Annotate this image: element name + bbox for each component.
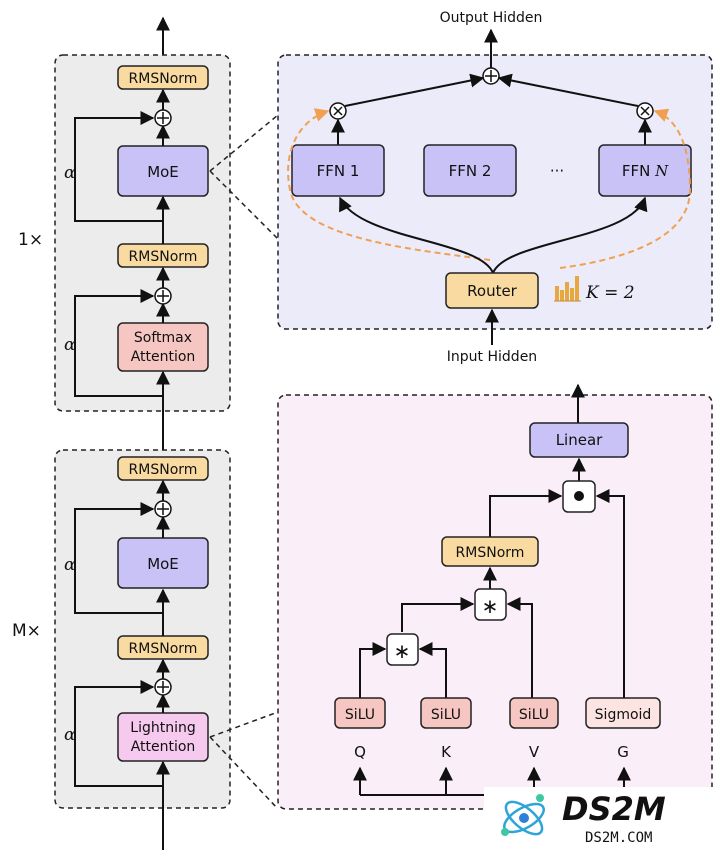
router-label: Router [467, 282, 518, 300]
k-equals-label: K = 2 [585, 283, 635, 303]
rmsnorm-box [441, 536, 539, 567]
ffn-2-label: FFN 2 [449, 162, 492, 180]
ffn-1-box [291, 144, 385, 197]
silu-q-box [334, 697, 386, 729]
ffn-1-label: FFN 1 [317, 162, 360, 180]
ffn-n-prefix: FFN [622, 162, 655, 180]
router-box [445, 272, 539, 309]
ffn-ellipsis: ··· [550, 162, 564, 180]
alpha-label: α [64, 335, 76, 355]
lightning-attention-label-2: Attention [131, 739, 196, 755]
lightning-attention-label-1: Lightning [130, 720, 195, 736]
moe-label: MoE [147, 163, 179, 181]
dot-icon [574, 491, 584, 501]
linear-box [529, 422, 629, 458]
watermark-brand: DS2M [562, 790, 666, 828]
k-label: K [441, 743, 452, 761]
star-op-label: ∗ [394, 639, 411, 663]
watermark-site: DS2M.COM [585, 830, 652, 846]
rmsnorm-label: RMSNorm [456, 545, 525, 561]
ffn-n-var: N [654, 162, 669, 180]
q-label: Q [354, 743, 366, 761]
block2-multiplier: M× [12, 621, 41, 641]
g-label: G [617, 743, 629, 761]
star-op-box [474, 588, 507, 621]
silu-k-label: SiLU [431, 707, 461, 723]
linear-label: Linear [556, 431, 603, 449]
output-hidden-label: Output Hidden [440, 10, 543, 26]
silu-v-label: SiLU [519, 707, 549, 723]
block1-multiplier: 1× [18, 230, 43, 250]
sigmoid-label: Sigmoid [595, 707, 652, 723]
alpha-label: α [64, 163, 76, 183]
alpha-label: α [64, 725, 76, 745]
silu-q-label: SiLU [345, 707, 375, 723]
ffn-n-box [598, 144, 692, 197]
watermark-logo [484, 787, 720, 854]
alpha-label: α [64, 555, 76, 575]
moe-label: MoE [147, 555, 179, 573]
silu-k-box [420, 697, 472, 729]
rmsnorm-label: RMSNorm [129, 71, 198, 87]
softmax-attention-label-2: Attention [131, 349, 196, 365]
rmsnorm-box [117, 456, 209, 481]
rmsnorm-label: RMSNorm [129, 462, 198, 478]
ffn-n-label: FFN N [622, 162, 669, 180]
star-op-label: ∗ [482, 594, 499, 618]
rmsnorm-label: RMSNorm [129, 641, 198, 657]
silu-v-box [509, 697, 559, 729]
v-label: V [529, 743, 540, 761]
softmax-attention-label-1: Softmax [134, 330, 192, 346]
block1-panel [54, 54, 231, 412]
input-hidden-label: Input Hidden [447, 349, 537, 365]
sigmoid-box [585, 697, 661, 729]
ffn-2-box [423, 144, 517, 197]
bar-chart-icon [554, 276, 581, 302]
rmsnorm-box [117, 65, 209, 90]
rmsnorm-label: RMSNorm [129, 249, 198, 265]
star-op-box [386, 633, 419, 666]
